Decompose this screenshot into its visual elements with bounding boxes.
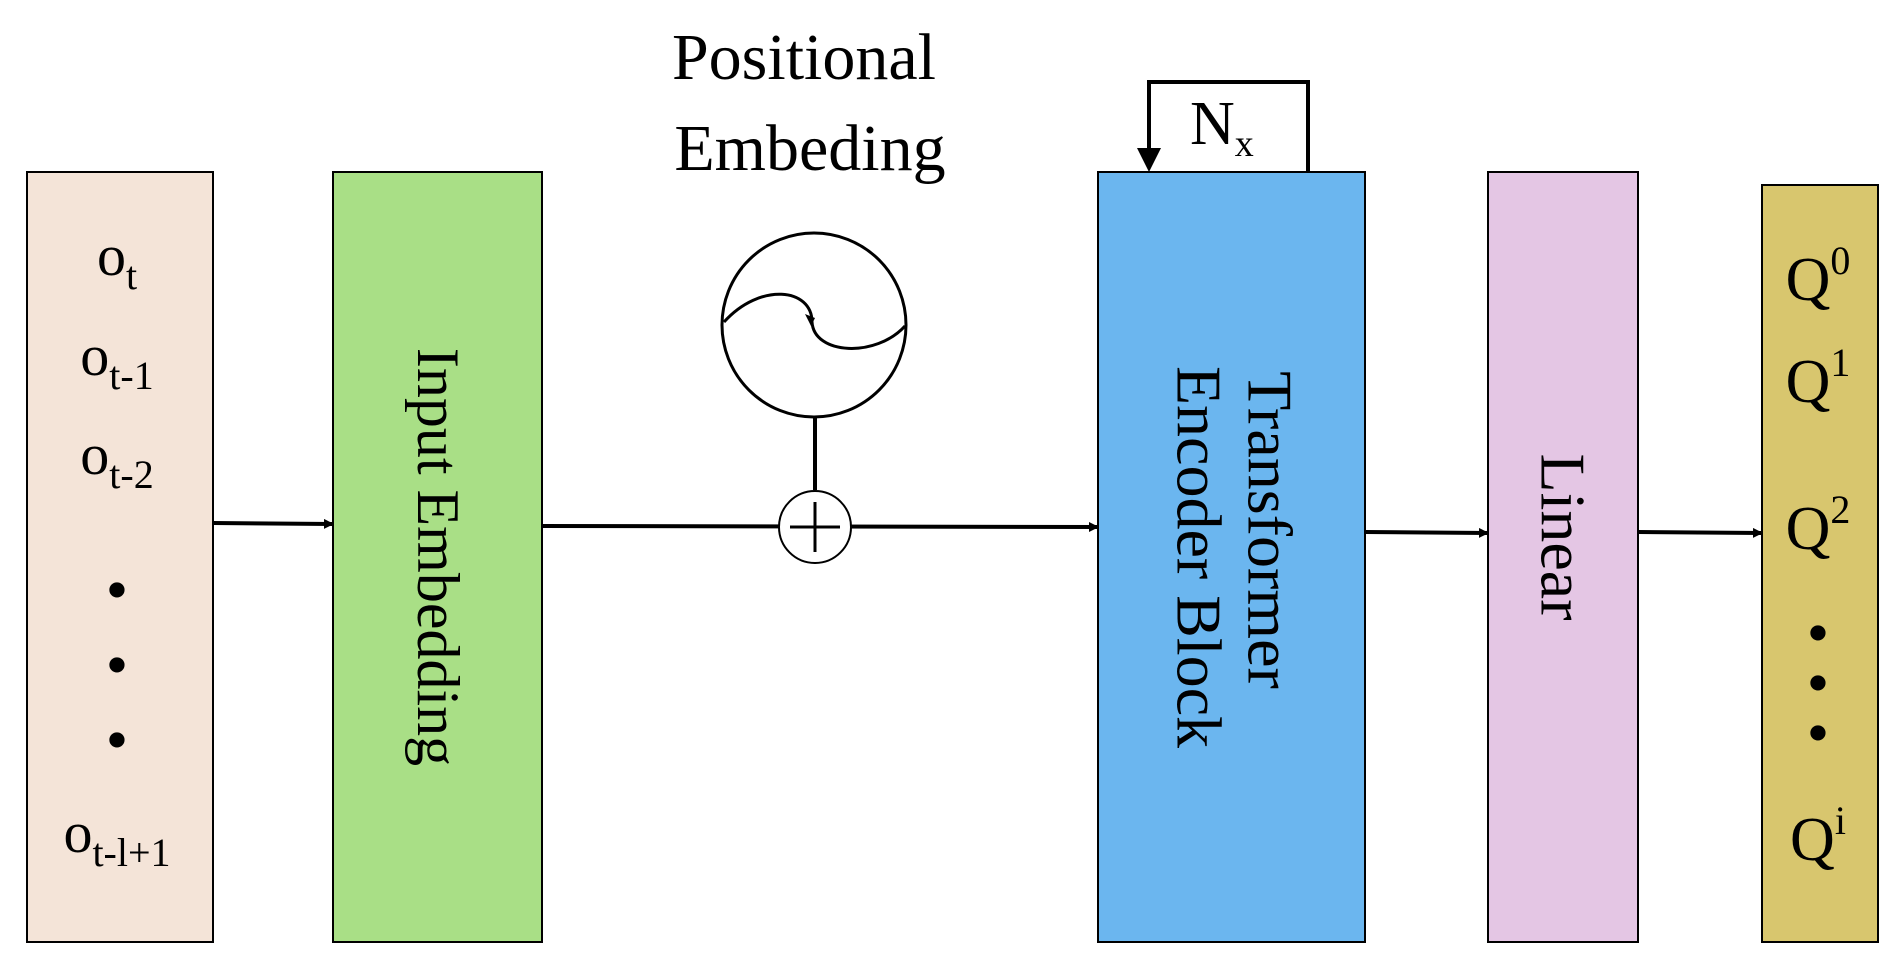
q-ellipsis-dot: • [1807, 647, 1829, 718]
q-ellipsis-dot: • [1807, 597, 1829, 668]
observation-ellipsis-dot: • [106, 554, 128, 625]
input-embedding-box [332, 171, 543, 943]
arrow-input-to-embedding [212, 518, 334, 529]
linear-label: Linear [1528, 454, 1599, 621]
positional-embedding-label-line2: Embeding [674, 112, 945, 185]
q-ellipsis-dot: • [1807, 697, 1829, 768]
observation-input-box [26, 171, 214, 943]
observation-item-1: ot-1 [80, 323, 153, 398]
linear-box [1487, 171, 1639, 943]
encoder-label-line2: Encoder Block [1164, 366, 1235, 748]
sinusoid-circle-icon [720, 231, 908, 419]
q-values-output-box [1761, 184, 1879, 943]
repeat-loop-icon [1137, 80, 1310, 172]
observation-ellipsis-dot: • [106, 629, 128, 700]
transformer-encoder-box [1097, 171, 1366, 943]
q-value-0: Q0 [1786, 238, 1851, 314]
observation-ellipsis-dot: • [106, 704, 128, 775]
observation-item-0: ot [97, 223, 137, 298]
input-embedding-label: Input Embedding [405, 348, 471, 766]
q-value-1: Q1 [1786, 340, 1851, 416]
observation-item-3: ot-l+1 [63, 800, 170, 875]
circled-plus-icon [778, 490, 852, 564]
observation-item-2: ot-2 [80, 422, 153, 497]
arrow-linear-to-outputs [1637, 527, 1763, 538]
encoder-label-line1: Transformer [1235, 371, 1306, 689]
repeat-count-label: Nx [1190, 90, 1254, 165]
q-value-i: Qi [1790, 798, 1846, 874]
arrow-encoder-to-linear [1364, 527, 1489, 538]
positional-embedding-label-line1: Positional [672, 21, 936, 94]
q-value-2: Q2 [1786, 487, 1851, 563]
